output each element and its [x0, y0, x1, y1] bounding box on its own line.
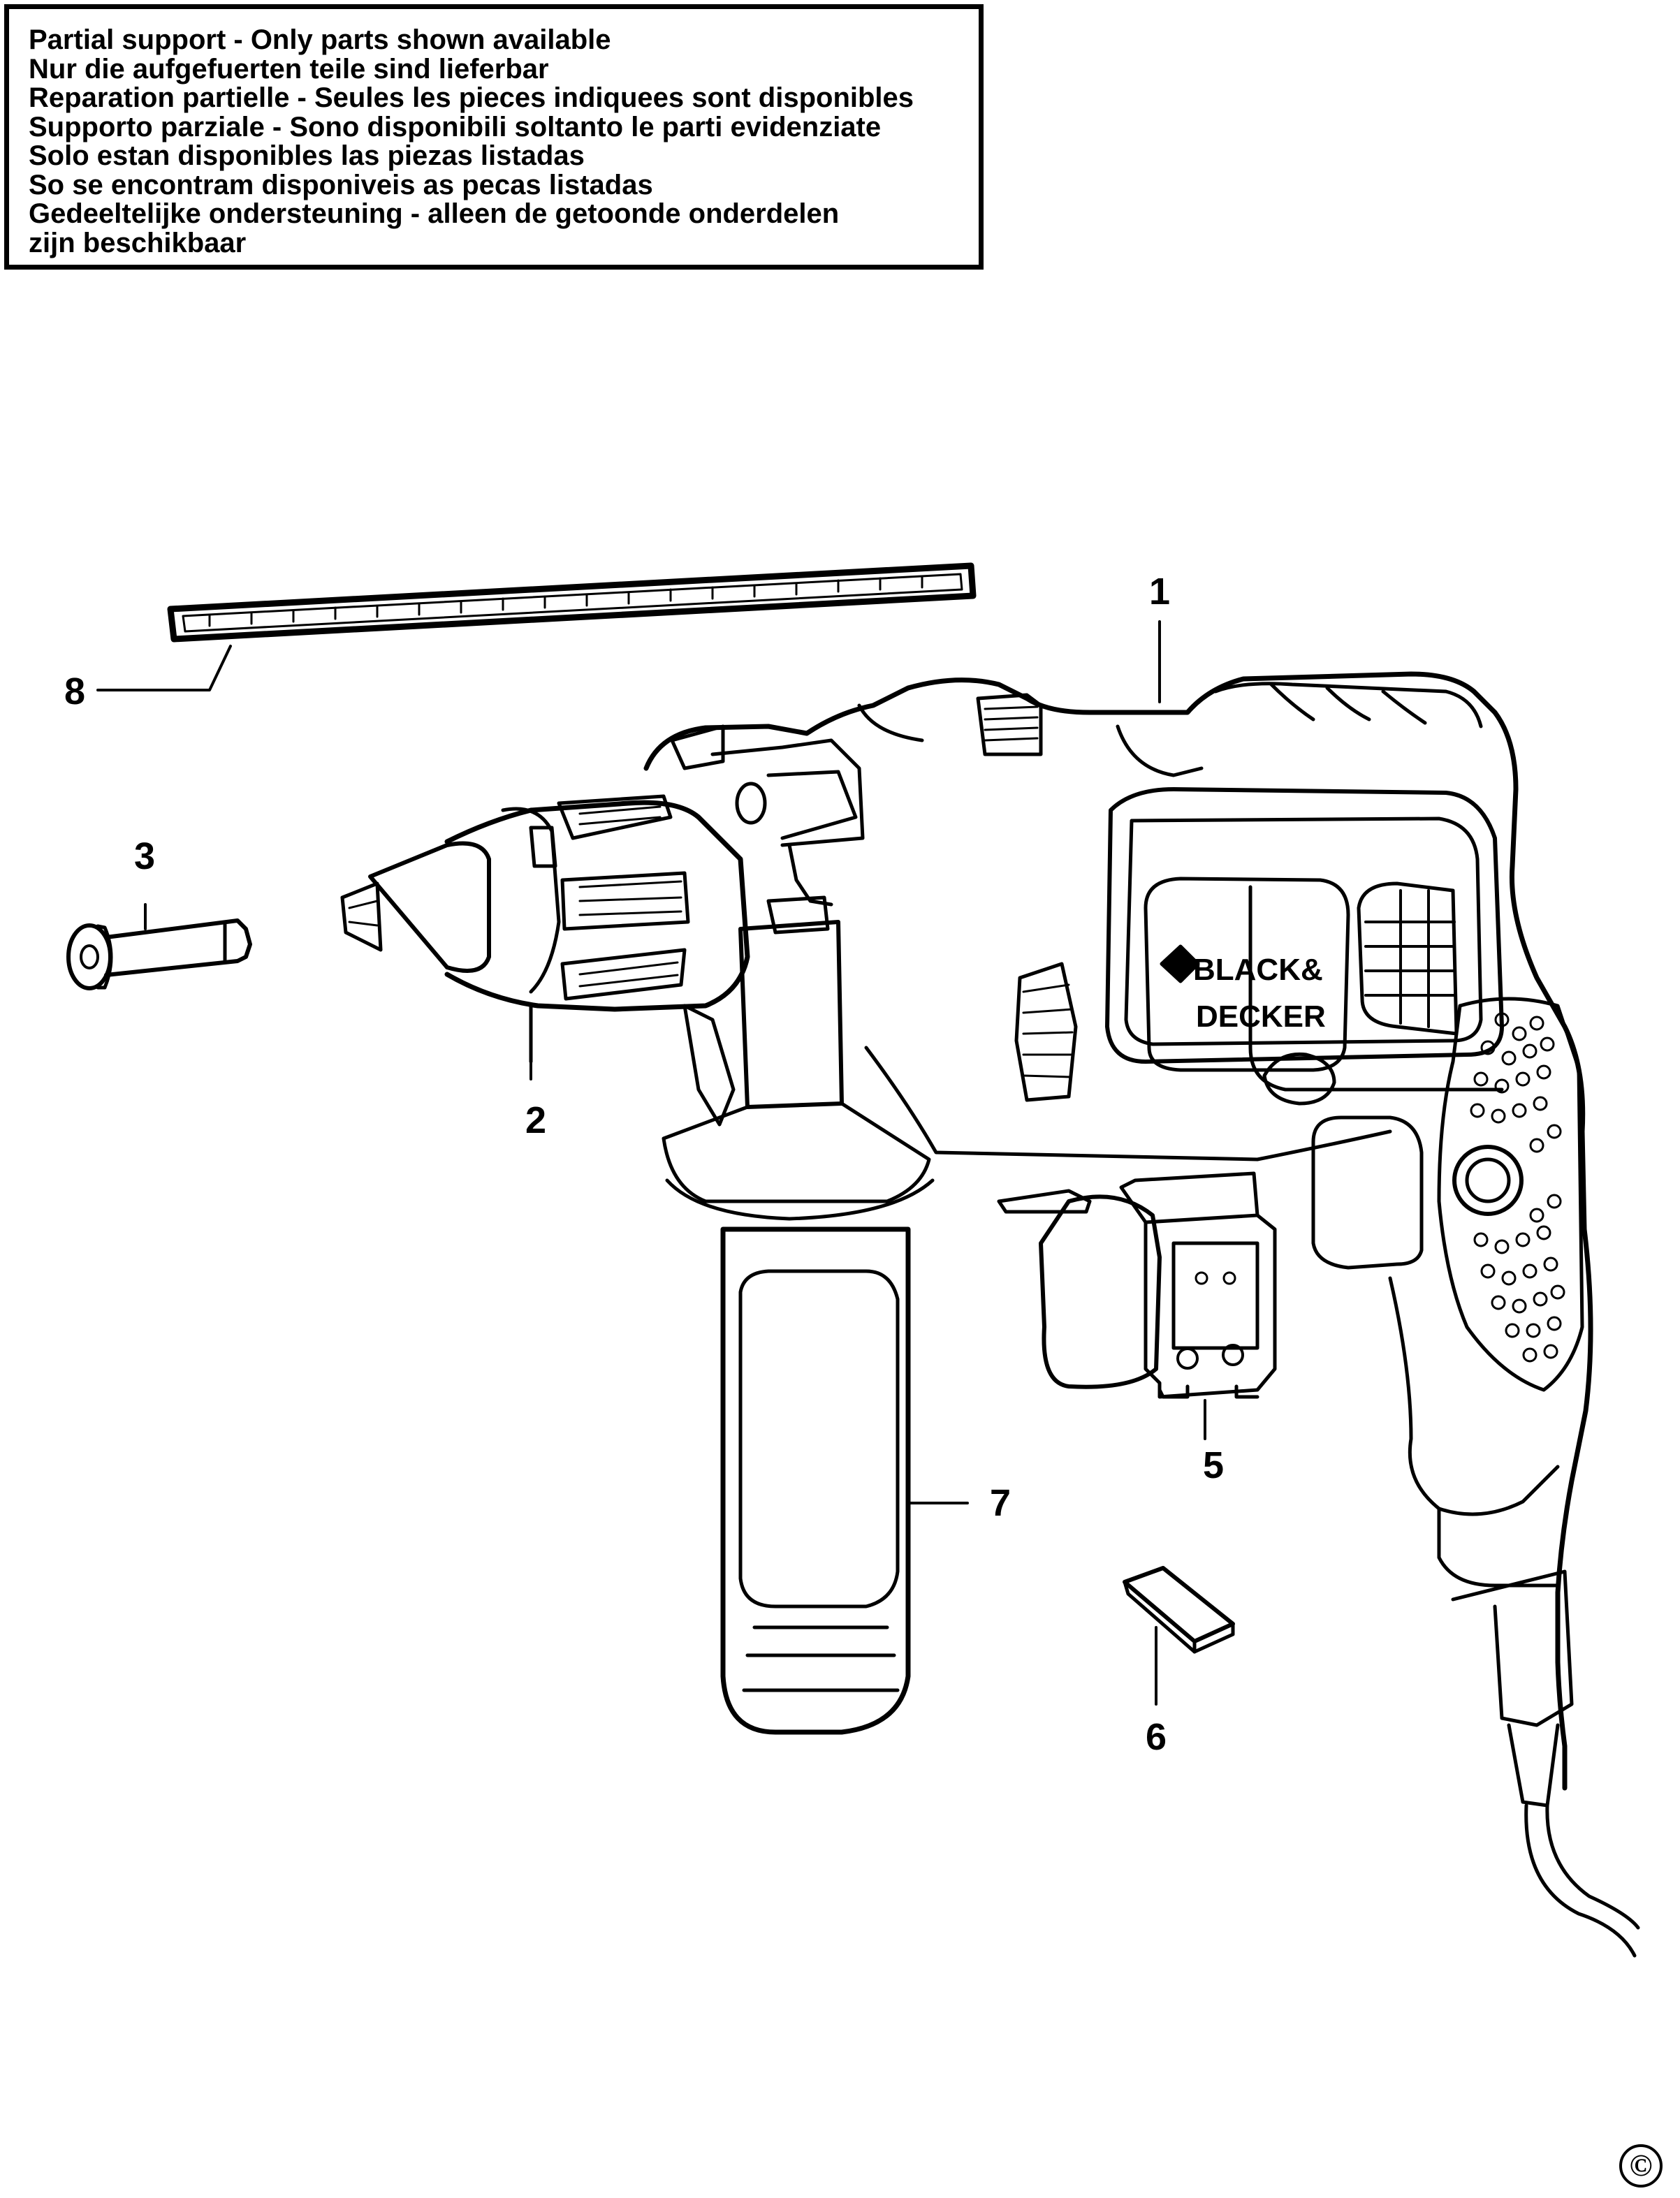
callout-part-3: 3 [134, 835, 155, 877]
callout-part-2: 2 [525, 1099, 546, 1141]
callout-part-1: 1 [1149, 571, 1170, 613]
notice-line-de: Nur die aufgefuerten teile sind lieferba… [29, 53, 549, 85]
copyright-mark: © [1619, 2144, 1663, 2188]
notice-line-en: Partial support - Only parts shown avail… [29, 24, 611, 55]
chuck-screw [66, 918, 252, 990]
notice-line-es: Solo estan disponibles las piezas listad… [29, 140, 585, 171]
notice-line-nl-cont: zijn beschikbaar [29, 227, 247, 258]
chuck [340, 794, 750, 1064]
callout-leaders [96, 620, 1206, 1706]
partial-support-notice: Partial support - Only parts shown avail… [4, 4, 984, 270]
notice-line-nl: Gedeeltelijke ondersteuning - alleen de … [29, 198, 840, 229]
side-handle [662, 895, 935, 1735]
callout-part-6: 6 [1146, 1716, 1167, 1758]
notice-line-it: Supporto parziale - Sono disponibili sol… [29, 111, 882, 142]
notice-line-fr: Reparation partielle - Seules les pieces… [29, 82, 914, 113]
brand-logo-line1: BLACK& [1193, 953, 1323, 987]
drill-housing: BLACK& DECKER [643, 671, 1640, 1958]
grip-texture [1470, 1012, 1565, 1363]
brand-logo-line2: DECKER [1196, 999, 1326, 1034]
brush [1123, 1566, 1235, 1654]
callout-part-5: 5 [1203, 1444, 1224, 1486]
depth-rod [167, 562, 977, 643]
callout-part-8: 8 [64, 671, 85, 712]
callout-part-7: 7 [990, 1482, 1011, 1524]
switch [997, 1171, 1277, 1399]
notice-line-pt: So se encontram disponiveis as pecas lis… [29, 169, 653, 200]
